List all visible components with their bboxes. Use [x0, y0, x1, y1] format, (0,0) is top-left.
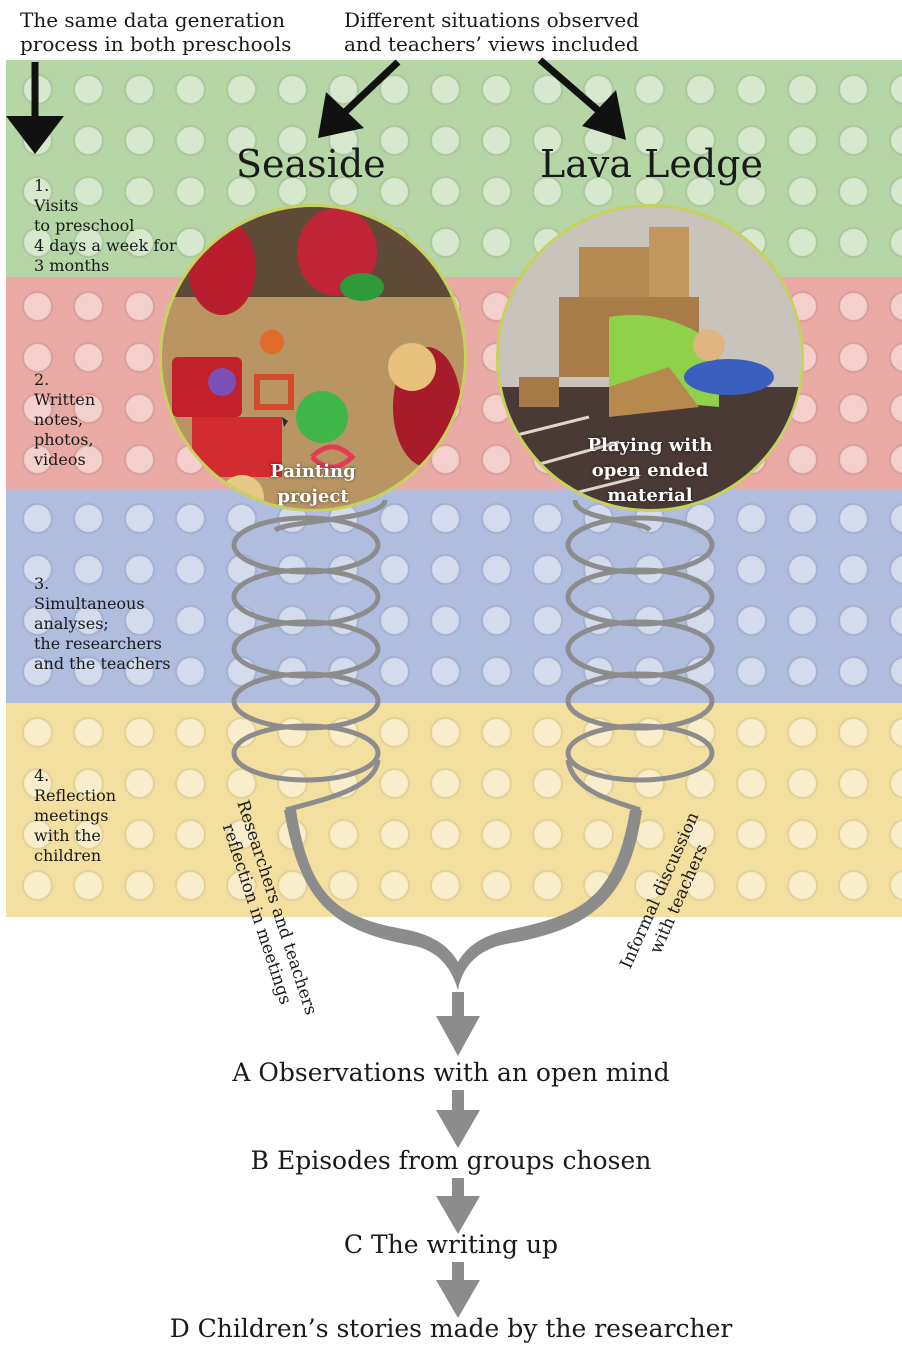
title-seaside: Seaside	[236, 142, 386, 186]
step-3-label: 3. Simultaneous analyses; the researcher…	[34, 574, 171, 673]
arrow-to-seaside-icon	[318, 59, 401, 138]
phase-c-label: C The writing up	[343, 1230, 559, 1259]
phase-d-label: D Children’s stories made by the researc…	[169, 1314, 733, 1343]
step-1-label: 1. Visits to preschool 4 days a week for…	[34, 176, 177, 275]
phase-b-label: B Episodes from groups chosen	[250, 1146, 652, 1175]
phase-arrows	[436, 992, 480, 1318]
play-scene-illustration	[499, 207, 801, 509]
caption-open-ended-material: Playing with open ended material	[587, 435, 713, 506]
band-reflection	[6, 703, 902, 917]
phase-a-label: A Observations with an open mind	[232, 1058, 670, 1087]
step-2-label: 2. Written notes, photos, videos	[34, 370, 96, 469]
photo-painting-project: Painting project	[159, 204, 467, 512]
band-analyses	[6, 489, 902, 703]
note-different-situations: Different situations observed and teache…	[344, 8, 640, 56]
step-4-label: 4. Reflection meetings with the children	[34, 766, 117, 865]
photo-open-ended-material: Playing with open ended material	[496, 204, 804, 512]
caption-painting-project: Painting project	[270, 461, 356, 507]
left-coil	[231, 499, 388, 813]
title-lava-ledge: Lava Ledge	[540, 142, 763, 186]
painting-scene-illustration	[162, 207, 464, 509]
right-coil	[565, 499, 715, 813]
funnel-shape	[284, 810, 642, 990]
arrow-to-lava-ledge-icon	[537, 57, 626, 140]
arrow-down-left-icon	[6, 62, 64, 154]
note-same-process: The same data generation process in both…	[20, 8, 292, 56]
